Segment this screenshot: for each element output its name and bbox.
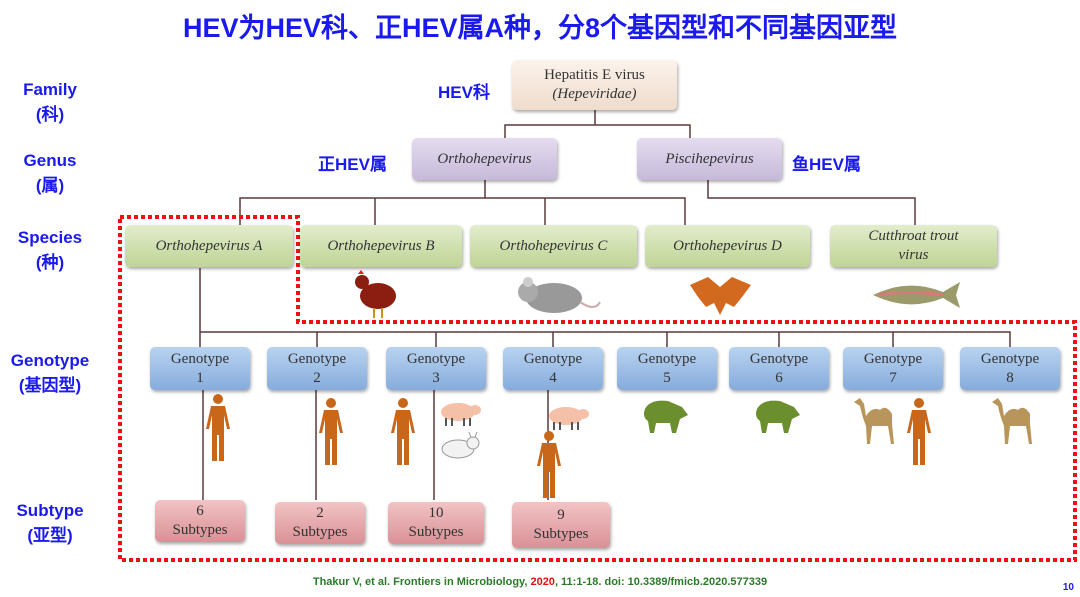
label: (亚型) bbox=[27, 526, 73, 545]
wild-boar-icon bbox=[756, 400, 800, 433]
label: 8 bbox=[1006, 369, 1014, 386]
genotype-box-2: Genotype 2 bbox=[267, 347, 367, 390]
label: Genotype bbox=[10, 351, 90, 370]
label: , 11:1-18. doi: 10.3389/fmicb.2020.57733… bbox=[554, 576, 768, 588]
label: 6 bbox=[775, 369, 783, 386]
genus-cn-label-pisci: 鱼HEV属 bbox=[792, 155, 861, 174]
species-box: Orthohepevirus B bbox=[300, 225, 462, 267]
human-icon bbox=[319, 398, 343, 465]
chicken-icon bbox=[355, 270, 396, 318]
level-genotype: Genotype (基因型) bbox=[0, 348, 100, 398]
label: (基因型) bbox=[18, 376, 82, 395]
species-box: Orthohepevirus C bbox=[470, 225, 637, 267]
label: Genotype bbox=[170, 350, 230, 367]
label: Genotype bbox=[287, 350, 347, 367]
label: (属) bbox=[35, 176, 65, 195]
human-icon bbox=[537, 431, 561, 498]
label: 3 bbox=[432, 369, 440, 386]
label: 4 bbox=[549, 369, 557, 386]
species-box: Cutthroat trout virus bbox=[830, 225, 997, 267]
family-cn-label: HEV科 bbox=[438, 83, 490, 102]
label: 2020 bbox=[530, 576, 555, 588]
label: 5 bbox=[663, 369, 671, 386]
slide-title: HEV为HEV科、正HEV属A种，分8个基因型和不同基因亚型 bbox=[182, 13, 898, 43]
rabbit-icon bbox=[441, 432, 480, 459]
label: Genotype bbox=[406, 350, 466, 367]
genotype-box-3: Genotype 3 bbox=[386, 347, 486, 390]
pig-icon bbox=[548, 406, 590, 431]
wild-boar-icon bbox=[644, 400, 688, 433]
genotype-box-6: Genotype 6 bbox=[729, 347, 829, 390]
label: Genotype bbox=[637, 350, 697, 367]
genus-box-piscihepevirus: Piscihepevirus bbox=[637, 138, 782, 180]
label: Genotype bbox=[980, 350, 1040, 367]
label: (Hepeviridae) bbox=[552, 86, 637, 102]
label: Genus bbox=[23, 151, 77, 170]
label: Genotype bbox=[523, 350, 583, 367]
level-species: Species (种) bbox=[0, 225, 100, 275]
label: 2 bbox=[313, 369, 321, 386]
label: Subtypes bbox=[172, 522, 228, 538]
label: 1 bbox=[196, 369, 204, 386]
label: 9 bbox=[557, 507, 565, 523]
label: 10 bbox=[428, 505, 444, 521]
label: (种) bbox=[35, 253, 65, 272]
label: Genotype bbox=[863, 350, 923, 367]
genus-cn-label-ortho: 正HEV属 bbox=[318, 155, 387, 174]
label: 7 bbox=[889, 369, 897, 386]
genotype-box-8: Genotype 8 bbox=[960, 347, 1060, 390]
page-number: 10 bbox=[1062, 582, 1074, 593]
rat-icon bbox=[518, 277, 601, 313]
human-icon bbox=[391, 398, 415, 465]
genotype-box-5: Genotype 5 bbox=[617, 347, 717, 390]
genotype-box-4: Genotype 4 bbox=[503, 347, 603, 390]
species-box: Orthohepevirus D bbox=[645, 225, 810, 267]
label: 2 bbox=[316, 505, 324, 521]
bat-icon bbox=[690, 277, 751, 315]
human-icon bbox=[907, 398, 931, 465]
citation: Thakur V, et al. Frontiers in Microbiolo… bbox=[0, 576, 1080, 588]
camel-icon bbox=[854, 398, 894, 444]
human-icon bbox=[206, 394, 230, 461]
pig-icon bbox=[440, 402, 482, 427]
family-box: Hepatitis E virus (Hepeviridae) bbox=[512, 60, 677, 110]
label: Subtype bbox=[16, 501, 84, 520]
species-box: Orthohepevirus A bbox=[125, 225, 293, 267]
genotype-box-1: Genotype 1 bbox=[150, 347, 250, 390]
label: Subtypes bbox=[533, 526, 589, 542]
label: Thakur V, et al. Frontiers in Microbiolo… bbox=[312, 576, 531, 588]
label: Genotype bbox=[749, 350, 809, 367]
label: Subtypes bbox=[408, 524, 464, 540]
label: (科) bbox=[35, 105, 65, 124]
level-family: Family (科) bbox=[0, 77, 100, 127]
label: 6 bbox=[196, 503, 204, 519]
genus-box-orthohepevirus: Orthohepevirus bbox=[412, 138, 557, 180]
label: Hepatitis E virus bbox=[544, 67, 645, 83]
label: Subtypes bbox=[292, 524, 348, 540]
genotype-box-7: Genotype 7 bbox=[843, 347, 943, 390]
label: Species bbox=[17, 228, 83, 247]
label: Family bbox=[23, 80, 77, 99]
trout-icon bbox=[873, 282, 960, 308]
highlight-dotted-outline bbox=[118, 215, 1077, 562]
level-subtype: Subtype (亚型) bbox=[0, 498, 100, 548]
camel-icon bbox=[992, 398, 1032, 444]
level-genus: Genus (属) bbox=[0, 148, 100, 198]
